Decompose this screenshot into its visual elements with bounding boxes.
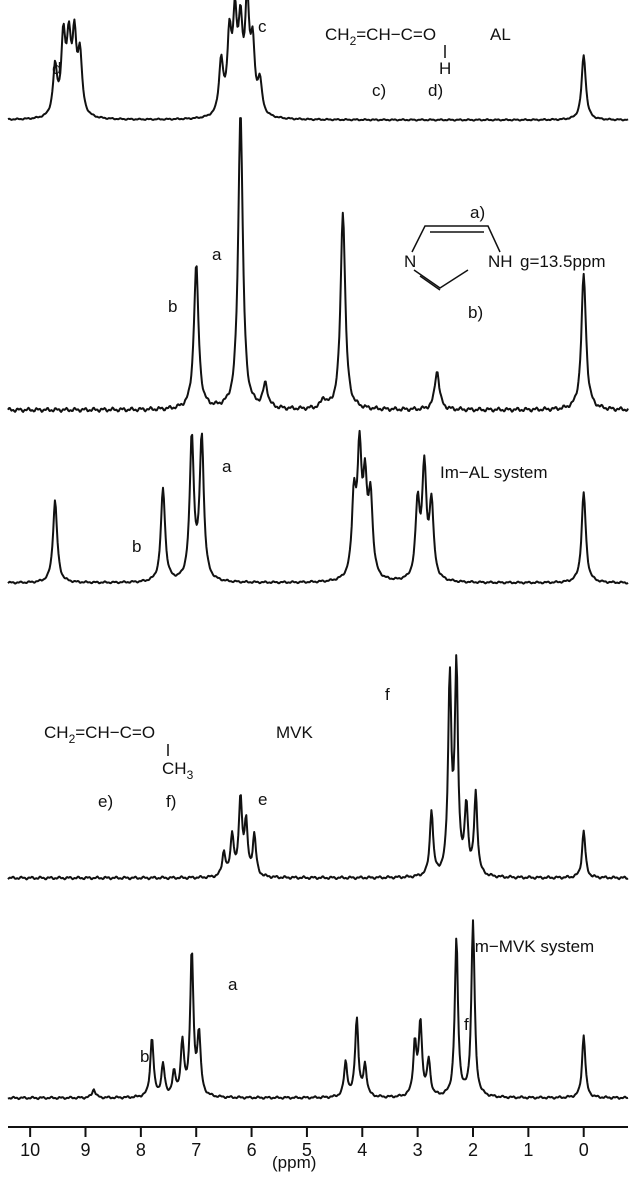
- spectrum-trace-im-al: [7, 429, 629, 585]
- panel-im-al: a b Im−AL system: [7, 429, 629, 585]
- spectrum-trace-imidazole: [7, 117, 629, 413]
- peak-label-a: a: [228, 975, 238, 994]
- panel-title-mvk: MVK: [276, 723, 314, 742]
- x-tick-label: 0: [579, 1140, 589, 1160]
- panel-mvk: e f CH2=CH−C=O CH3 MVK e) f): [7, 654, 629, 881]
- spectrum-trace-mvk: [7, 654, 629, 881]
- imidazole-ring-bottom: [413, 269, 469, 289]
- acrolein-structure: CH2=CH−C=O H c) d) AL: [325, 25, 511, 100]
- peak-label-b: b: [132, 537, 141, 556]
- panel-al: c d CH2=CH−C=O H c) d) AL: [7, 0, 629, 122]
- panel-imidazole: a b a) N NH g=13.5ppm b): [7, 117, 629, 413]
- x-tick-label: 8: [136, 1140, 146, 1160]
- x-tick-label: 3: [413, 1140, 423, 1160]
- x-tick-label: 4: [357, 1140, 367, 1160]
- acrolein-site-c: c): [372, 81, 386, 100]
- x-tick-label: 6: [247, 1140, 257, 1160]
- mvk-formula: CH2=CH−C=O: [44, 723, 155, 746]
- peak-label-b: b: [140, 1047, 149, 1066]
- imidazole-nh: NH: [488, 252, 513, 271]
- imidazole-double-bond-2: [419, 275, 441, 291]
- panel-title-im-al: Im−AL system: [440, 463, 548, 482]
- mvk-site-e: e): [98, 792, 113, 811]
- peak-label-a: a: [222, 457, 232, 476]
- x-tick-label: 2: [468, 1140, 478, 1160]
- imidazole-structure: a) N NH g=13.5ppm b): [404, 203, 606, 322]
- imidazole-g-shift: g=13.5ppm: [520, 252, 606, 271]
- spectrum-trace-im-mvk: [7, 919, 629, 1101]
- peak-label-e: e: [258, 790, 267, 809]
- x-axis-label: (ppm): [272, 1153, 316, 1172]
- x-tick-label: 10: [20, 1140, 40, 1160]
- x-tick-label: 5: [302, 1140, 312, 1160]
- panel-im-mvk: a b f Im−MVK system: [7, 919, 629, 1101]
- panel-title-al: AL: [490, 25, 511, 44]
- acrolein-formula: CH2=CH−C=O: [325, 25, 436, 48]
- mvk-structure: CH2=CH−C=O CH3 MVK e) f): [44, 723, 314, 811]
- mvk-substituent: CH3: [162, 759, 194, 782]
- imidazole-n: N: [404, 252, 416, 271]
- spectrum-trace-al: [7, 0, 629, 122]
- peak-label-f: f: [464, 1015, 469, 1034]
- imidazole-site-b: b): [468, 303, 483, 322]
- peak-label-a: a: [212, 245, 222, 264]
- panel-title-im-mvk: Im−MVK system: [470, 937, 594, 956]
- x-tick-label: 7: [191, 1140, 201, 1160]
- imidazole-ring-top: [411, 225, 501, 253]
- acrolein-substituent: H: [439, 59, 451, 78]
- peak-label-b: b: [168, 297, 177, 316]
- mvk-site-f: f): [166, 792, 176, 811]
- acrolein-site-d: d): [428, 81, 443, 100]
- peak-label-d: d: [52, 59, 61, 78]
- imidazole-site-a: a): [470, 203, 485, 222]
- x-tick-label: 9: [80, 1140, 90, 1160]
- peak-label-c: c: [258, 17, 267, 36]
- x-tick-label: 1: [523, 1140, 533, 1160]
- peak-label-f: f: [385, 685, 390, 704]
